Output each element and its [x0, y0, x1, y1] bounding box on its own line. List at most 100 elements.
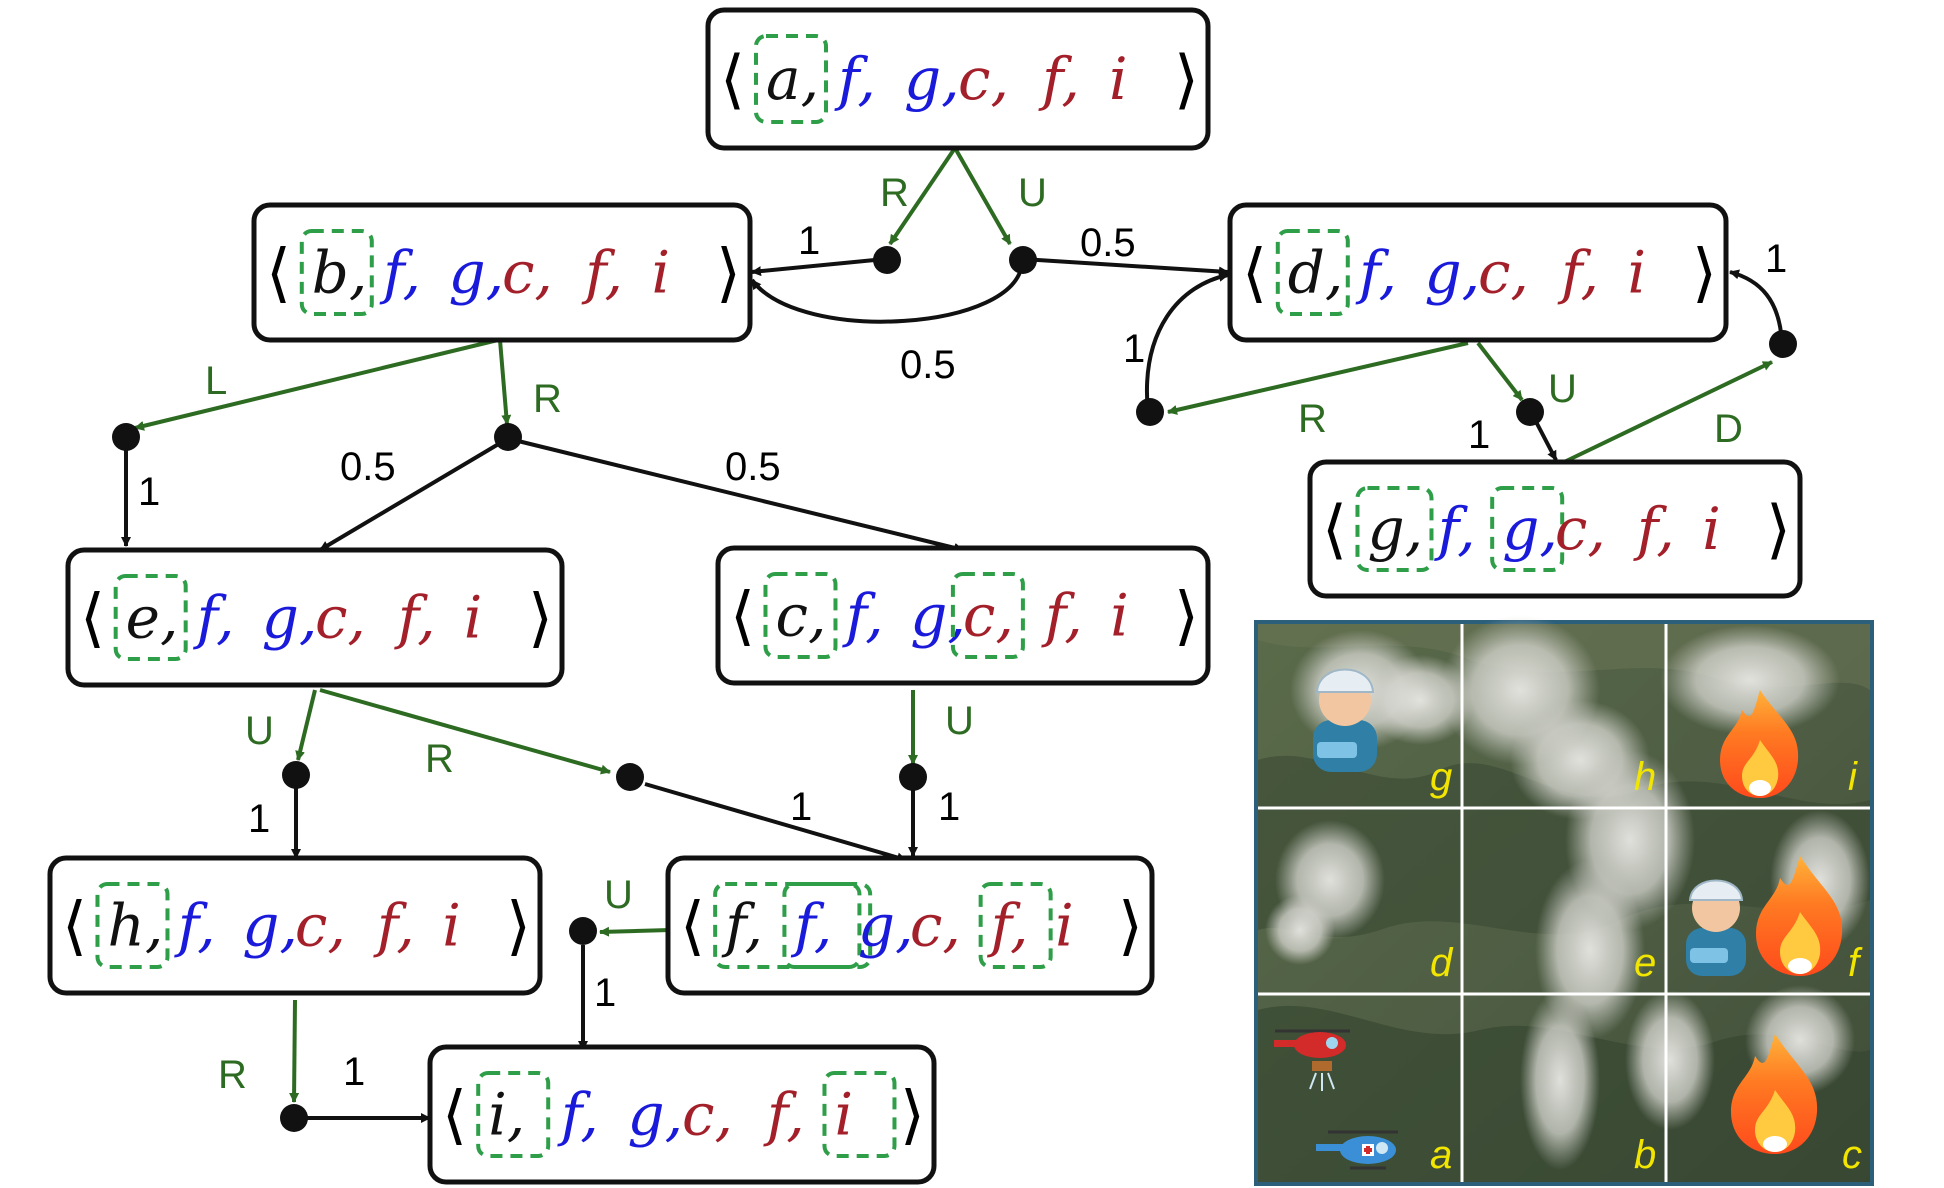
action-label-b-R: R — [533, 377, 562, 421]
state-token: i — [1055, 892, 1074, 960]
prob-label-bR-e: 0.5 — [340, 445, 396, 489]
state-token: i — [1702, 495, 1721, 563]
prob-label-bL-e: 1 — [138, 470, 160, 514]
highlight-box — [95, 882, 170, 969]
edge-b-L — [134, 338, 499, 431]
state-token: f, — [721, 892, 763, 960]
fire-icon — [1731, 1034, 1818, 1154]
state-token: f, — [581, 239, 623, 307]
edge-bR-to-c — [513, 438, 964, 553]
edge-bR-to-e — [318, 440, 504, 552]
prob-label-aU-d: 0.5 — [1080, 221, 1136, 265]
grid-world-image: g h i d e f a b c — [1254, 615, 1874, 1186]
edges — [121, 146, 1784, 1123]
state-token: g, — [910, 582, 966, 650]
state-token: i — [834, 1081, 853, 1149]
cell-label-b: b — [1634, 1133, 1656, 1177]
state-token: g, — [242, 892, 298, 960]
state-token: h, — [107, 892, 163, 960]
probability-labels: 1 0.5 0.5 1 1 1 1 0.5 0.5 1 1 1 1 1 — [138, 219, 1787, 1094]
state-box — [715, 545, 1211, 686]
chance-node-f-U — [569, 917, 597, 945]
state-token: f, — [842, 582, 884, 650]
right-angle-bracket: ⟩ — [1692, 237, 1717, 311]
right-angle-bracket: ⟩ — [1118, 890, 1143, 964]
action-label-h-R: R — [218, 1053, 247, 1097]
cell-label-e: e — [1634, 941, 1656, 985]
state-token: i — [1110, 582, 1129, 650]
highlight-box — [782, 882, 862, 969]
state-token: f, — [373, 892, 415, 960]
state-box — [47, 855, 543, 996]
highlight-box — [1275, 229, 1350, 316]
left-angle-bracket: ⟨ — [680, 890, 705, 964]
state-token: f, — [790, 892, 832, 960]
action-label-d-R: R — [1298, 397, 1327, 441]
highlight-box — [713, 882, 873, 969]
right-angle-bracket: ⟩ — [1766, 493, 1791, 567]
edge-b-R — [498, 339, 512, 425]
state-token: c, — [775, 582, 826, 650]
person-icon — [1686, 879, 1746, 976]
state-token: i — [1109, 45, 1128, 113]
state-token: g, — [858, 892, 914, 960]
state-token: f, — [1434, 495, 1476, 563]
edge-eR-to-f — [644, 782, 907, 863]
state-token: g, — [628, 1081, 684, 1149]
edge-a-U — [953, 147, 1012, 245]
state-box — [65, 547, 565, 688]
edge-e-U — [295, 689, 317, 761]
chance-node-b-L — [112, 423, 140, 451]
right-angle-bracket: ⟩ — [1174, 43, 1199, 117]
highlight-box — [1355, 486, 1434, 572]
chance-node-b-R — [494, 423, 522, 451]
state-token: f, — [557, 1081, 599, 1149]
prob-label-aU-b: 0.5 — [900, 343, 956, 387]
state-token: f, — [763, 1081, 805, 1149]
highlight-box — [476, 1071, 551, 1158]
highlight-box — [1490, 486, 1565, 572]
state-token: i, — [488, 1081, 525, 1149]
action-label-d-U: U — [1548, 367, 1577, 411]
action-label-e-U: U — [245, 709, 274, 753]
chance-node-e-R — [616, 763, 644, 791]
action-label-f-U: U — [604, 873, 633, 917]
state-token: i — [652, 239, 671, 307]
state-token: c, — [315, 584, 366, 652]
highlight-box — [978, 882, 1053, 969]
state-token: c, — [1478, 239, 1529, 307]
action-label-a-R: R — [880, 171, 909, 215]
state-token: e, — [126, 584, 179, 652]
state-token: f, — [394, 584, 436, 652]
state-token: g, — [1424, 239, 1480, 307]
state-node-h: ⟨⟩h,f,g,c,f,i — [47, 855, 543, 996]
chance-node-d-U — [1516, 398, 1544, 426]
edge-h-R — [289, 999, 300, 1103]
prob-label-hR-i: 1 — [343, 1050, 365, 1094]
prob-label-bR-c: 0.5 — [725, 445, 781, 489]
state-token: g, — [904, 45, 960, 113]
state-token: c, — [1555, 495, 1606, 563]
state-node-b: ⟨⟩b,f,g,c,f,i — [251, 202, 753, 343]
right-angle-bracket: ⟩ — [528, 582, 553, 656]
chance-node-a-U — [1009, 246, 1037, 274]
fire-icon — [1720, 690, 1799, 798]
cell-label-i: i — [1848, 755, 1858, 799]
state-token: f, — [379, 239, 421, 307]
left-angle-bracket: ⟨ — [266, 237, 291, 311]
state-token: i — [442, 892, 461, 960]
state-node-f: ⟨⟩f,f,g,c,f,i — [665, 855, 1155, 996]
state-token: c, — [502, 239, 553, 307]
prob-label-eU-h: 1 — [248, 797, 270, 841]
state-token: f, — [1038, 45, 1080, 113]
state-token: f, — [1557, 239, 1599, 307]
state-box — [1227, 202, 1729, 343]
highlight-box — [754, 34, 828, 124]
prob-label-fU-i: 1 — [594, 971, 616, 1015]
state-token: f, — [987, 892, 1029, 960]
state-node-i: ⟨⟩i,f,g,c,f,i — [427, 1044, 937, 1185]
state-token: c, — [682, 1081, 733, 1149]
left-angle-bracket: ⟨ — [1242, 237, 1267, 311]
chance-node-h-R — [280, 1104, 308, 1132]
